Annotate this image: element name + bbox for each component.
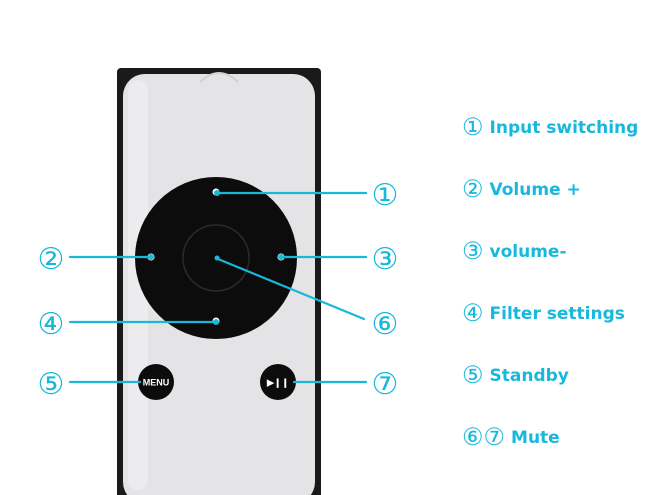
legend-number: ④: [462, 299, 484, 327]
legend-number: ⑥⑦: [462, 423, 506, 451]
legend-item-4: ④ Filter settings: [462, 299, 652, 364]
play-pause-button[interactable]: [260, 364, 296, 400]
legend-item-2: ② Volume +: [462, 175, 652, 240]
callout-7: ⑦: [372, 367, 399, 402]
legend-item-5: ⑤ Standby: [462, 361, 652, 426]
play-pause-icon: ▶❙❙: [266, 378, 289, 389]
legend-item-1: ① Input switching: [462, 113, 652, 178]
ir-window: [199, 72, 239, 83]
legend: ① Input switching ② Volume + ③ volume- ④…: [462, 113, 652, 488]
callout-6: ⑥: [372, 307, 399, 342]
legend-text: Standby: [489, 366, 569, 386]
callout-3: ③: [372, 242, 399, 277]
leader-dot-6: [214, 255, 220, 261]
legend-item-6: ⑥⑦ Mute: [462, 423, 652, 488]
leader-line-6: [216, 257, 366, 321]
legend-text: volume-: [489, 242, 567, 262]
callout-4: ④: [38, 307, 65, 342]
legend-number: ①: [462, 113, 484, 141]
legend-number: ②: [462, 175, 484, 203]
legend-text: Filter settings: [489, 304, 625, 324]
leader-dot-3: [278, 254, 284, 260]
leader-dot-2: [148, 254, 154, 260]
callout-5: ⑤: [38, 367, 65, 402]
legend-text: Mute: [511, 428, 560, 448]
menu-button-label: MENU: [143, 378, 170, 388]
callout-2: ②: [38, 242, 65, 277]
legend-number: ⑤: [462, 361, 484, 389]
menu-button[interactable]: [138, 364, 174, 400]
leader-dot-4: [213, 319, 219, 325]
leader-dot-1: [214, 190, 220, 196]
legend-text: Input switching: [489, 118, 639, 138]
callout-1: ①: [372, 178, 399, 213]
legend-text: Volume +: [489, 180, 581, 200]
legend-item-3: ③ volume-: [462, 237, 652, 302]
legend-number: ③: [462, 237, 484, 265]
